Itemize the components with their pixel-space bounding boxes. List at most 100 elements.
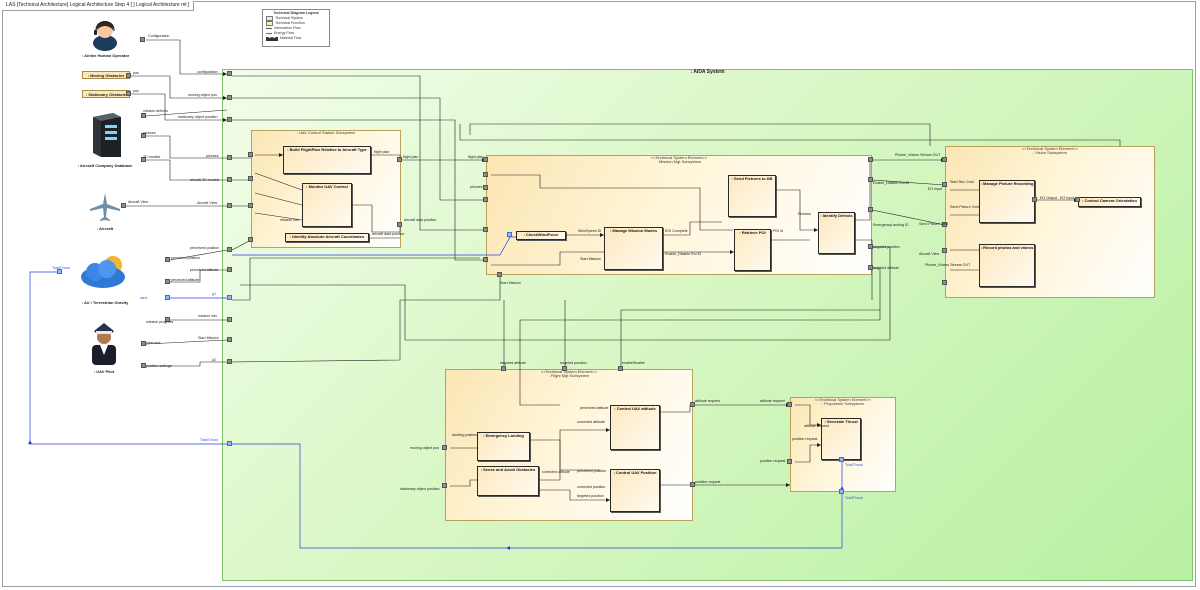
flow-label: pictures — [206, 154, 219, 158]
port[interactable] — [227, 337, 232, 342]
port[interactable] — [690, 482, 695, 487]
control-camera-function[interactable]: : Control Camera Orientation — [1078, 197, 1141, 207]
aida-system-title: : AIDA System — [690, 69, 725, 75]
port[interactable] — [942, 182, 947, 187]
port[interactable] — [121, 203, 126, 208]
port[interactable] — [507, 232, 512, 237]
flow-label: EO Input — [928, 187, 943, 191]
port[interactable] — [839, 457, 844, 462]
flow-label: targeted attitude — [873, 266, 899, 270]
mission-mgt-title: : Mission Mgt Subsystem — [656, 159, 702, 164]
record-photos-function[interactable]: : Record photos and videos — [979, 244, 1035, 287]
diagram-tab[interactable]: LAS [Technical Architecture] Logical Arc… — [2, 1, 195, 11]
port[interactable] — [141, 341, 146, 346]
operator-icon — [90, 19, 120, 51]
identify-coords-function[interactable]: : Identify Absolute Aircraft Coordinates — [285, 233, 369, 242]
port[interactable] — [942, 248, 947, 253]
port[interactable] — [483, 197, 488, 202]
port[interactable] — [483, 172, 488, 177]
flow-label: WindSpeed ID — [578, 229, 602, 233]
port[interactable] — [227, 295, 232, 300]
port[interactable] — [165, 279, 170, 284]
port[interactable] — [501, 366, 506, 371]
port[interactable] — [227, 117, 232, 122]
port[interactable] — [227, 441, 232, 446]
vision-title: : Vision Subsystem — [1033, 150, 1067, 155]
port[interactable] — [483, 157, 488, 162]
aircraft-icon — [88, 192, 122, 222]
port[interactable] — [868, 207, 873, 212]
port[interactable] — [787, 402, 792, 407]
flow-label: targeted position — [873, 245, 900, 249]
port[interactable] — [141, 113, 146, 118]
pilot-label: : UAV Pilot — [93, 369, 115, 374]
pilot-icon — [89, 321, 119, 365]
port[interactable] — [839, 489, 844, 494]
port[interactable] — [227, 203, 232, 208]
port[interactable] — [483, 185, 488, 190]
port[interactable] — [126, 91, 131, 96]
flow-label: corrected position — [577, 485, 606, 489]
retrieve-poi-function[interactable]: : Retrieve POI — [734, 229, 771, 271]
port[interactable] — [787, 459, 792, 464]
port[interactable] — [248, 203, 253, 208]
port[interactable] — [868, 177, 873, 182]
sense-avoid-function[interactable]: : Sense and Avoid Obstacles — [477, 466, 539, 496]
port[interactable] — [562, 366, 567, 371]
port[interactable] — [942, 157, 947, 162]
port[interactable] — [126, 73, 131, 78]
port[interactable] — [227, 177, 232, 182]
send-pictures-function[interactable]: : Send Pictures to DB — [728, 175, 776, 217]
port[interactable] — [942, 280, 947, 285]
port[interactable] — [942, 222, 947, 227]
port[interactable] — [442, 445, 447, 450]
port[interactable] — [1075, 197, 1080, 202]
control-position-function[interactable]: : Control UAV Position — [610, 469, 660, 512]
operator-label: : Airline Human Operator — [81, 53, 130, 58]
port[interactable] — [227, 71, 232, 76]
port[interactable] — [140, 37, 145, 42]
port[interactable] — [618, 366, 623, 371]
flight-mgt-title: : Flight Mgt Subsystem — [548, 373, 590, 378]
port[interactable] — [227, 95, 232, 100]
port[interactable] — [483, 227, 488, 232]
port[interactable] — [227, 317, 232, 322]
build-flightplan-function[interactable]: : Build FlightPlan Relative to Aircraft … — [283, 146, 371, 174]
port[interactable] — [165, 317, 170, 322]
port[interactable] — [483, 257, 488, 262]
flow-label: TotalThrust — [52, 266, 70, 270]
check-windforce-function[interactable]: : CheckWindForce — [516, 231, 566, 240]
monitor-uav-function[interactable]: : Monitor UAV Control — [302, 183, 352, 227]
port[interactable] — [248, 152, 253, 157]
port[interactable] — [227, 359, 232, 364]
port[interactable] — [690, 402, 695, 407]
aircraft-label: : Aircraft — [96, 226, 114, 231]
control-attitude-function[interactable]: : Control UAV attitude — [610, 405, 660, 450]
port[interactable] — [868, 244, 873, 249]
emergency-landing-function[interactable]: : Emergency Landing — [477, 432, 530, 461]
port[interactable] — [248, 176, 253, 181]
port[interactable] — [397, 157, 402, 162]
identify-defects-function[interactable]: : Identify Defects — [818, 212, 855, 254]
port[interactable] — [248, 237, 253, 242]
port[interactable] — [1032, 197, 1037, 202]
port[interactable] — [227, 155, 232, 160]
port[interactable] — [868, 157, 873, 162]
port[interactable] — [397, 222, 402, 227]
port[interactable] — [141, 157, 146, 162]
port[interactable] — [868, 265, 873, 270]
database-server-icon — [89, 111, 123, 159]
port[interactable] — [227, 267, 232, 272]
port[interactable] — [442, 483, 447, 488]
flow-label: pilot cmd — [146, 341, 161, 345]
port[interactable] — [141, 133, 146, 138]
port[interactable] — [141, 363, 146, 368]
port[interactable] — [227, 247, 232, 252]
manage-modes-function[interactable]: : Manage Mission Modes — [604, 227, 663, 270]
port[interactable] — [497, 272, 502, 277]
flow-label: Picture_Videos Stream OUT — [925, 263, 971, 267]
port[interactable] — [165, 257, 170, 262]
port[interactable] — [57, 269, 62, 274]
port[interactable] — [165, 295, 170, 300]
mission-mgt-subsystem[interactable] — [486, 155, 872, 275]
